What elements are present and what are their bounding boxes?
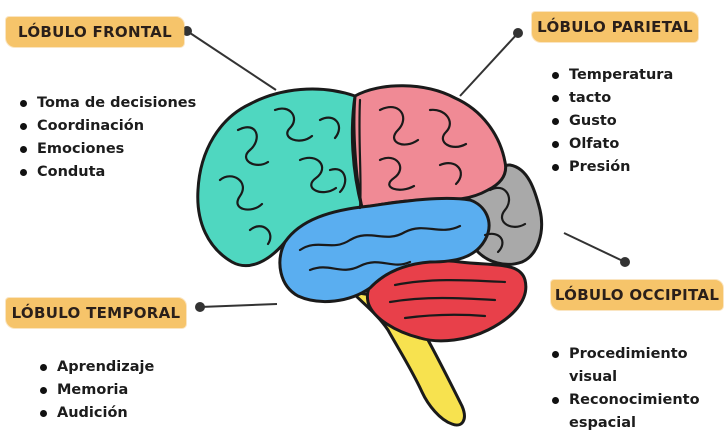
occipital-lobe-banner: LÓBULO OCCIPITAL xyxy=(551,280,723,310)
function-label: Temperatura xyxy=(569,67,673,83)
function-label: Coordinación xyxy=(37,118,144,134)
function-label: Emociones xyxy=(37,141,124,157)
list-item: Reconocimiento espacial xyxy=(549,389,719,435)
frontal-lobe-functions: Toma de decisiones Coordinación Emocione… xyxy=(17,92,196,184)
bullet-icon xyxy=(552,72,559,79)
bullet-icon xyxy=(20,100,27,107)
function-label: Reconocimiento espacial xyxy=(569,392,700,431)
pointer-line-temporal xyxy=(200,304,277,307)
function-label: Toma de decisiones xyxy=(37,95,196,111)
function-label: Gusto xyxy=(569,113,617,129)
list-item: Procedimiento visual xyxy=(549,343,719,389)
bullet-icon xyxy=(20,123,27,130)
function-label: Memoria xyxy=(57,382,128,398)
function-label: Conduta xyxy=(37,164,105,180)
pointer-dot-occipital xyxy=(621,258,629,266)
list-item: Gusto xyxy=(549,110,673,133)
bullet-icon xyxy=(40,387,47,394)
temporal-lobe-title: LÓBULO TEMPORAL xyxy=(12,304,181,322)
parietal-lobe-banner: LÓBULO PARIETAL xyxy=(532,12,698,42)
list-item: Audición xyxy=(37,402,154,425)
list-item: Coordinación xyxy=(17,115,196,138)
frontal-lobe-title: LÓBULO FRONTAL xyxy=(18,23,172,41)
occipital-lobe-functions: Procedimiento visual Reconocimiento espa… xyxy=(549,343,719,435)
list-item: Presión xyxy=(549,156,673,179)
list-item: Conduta xyxy=(17,161,196,184)
list-item: Temperatura xyxy=(549,64,673,87)
function-label: Aprendizaje xyxy=(57,359,154,375)
bullet-icon xyxy=(552,95,559,102)
list-item: Olfato xyxy=(549,133,673,156)
parietal-lobe xyxy=(354,86,506,208)
bullet-icon xyxy=(20,169,27,176)
bullet-icon xyxy=(552,118,559,125)
temporal-lobe-banner: LÓBULO TEMPORAL xyxy=(6,298,186,328)
temporal-lobe-functions: Aprendizaje Memoria Audición xyxy=(37,356,154,425)
pointer-dot-parietal xyxy=(514,29,522,37)
parietal-lobe-functions: Temperatura tacto Gusto Olfato Presión xyxy=(549,64,673,179)
pointer-line-parietal xyxy=(460,33,518,96)
function-label: Audición xyxy=(57,405,128,421)
pointer-line-occipital xyxy=(564,233,625,262)
bullet-icon xyxy=(552,164,559,171)
parietal-lobe-title: LÓBULO PARIETAL xyxy=(537,18,693,36)
bullet-icon xyxy=(552,351,559,358)
frontal-lobe-banner: LÓBULO FRONTAL xyxy=(6,17,184,47)
occipital-lobe-title: LÓBULO OCCIPITAL xyxy=(555,286,719,304)
bullet-icon xyxy=(40,410,47,417)
bullet-icon xyxy=(20,146,27,153)
function-label: tacto xyxy=(569,90,611,106)
function-label: Procedimiento visual xyxy=(569,346,688,385)
list-item: Memoria xyxy=(37,379,154,402)
list-item: Aprendizaje xyxy=(37,356,154,379)
pointer-dot-temporal xyxy=(196,303,204,311)
list-item: Toma de decisiones xyxy=(17,92,196,115)
function-label: Presión xyxy=(569,159,631,175)
list-item: tacto xyxy=(549,87,673,110)
pointer-dot-frontal xyxy=(183,27,191,35)
bullet-icon xyxy=(40,364,47,371)
pointer-line-frontal xyxy=(187,31,276,90)
function-label: Olfato xyxy=(569,136,619,152)
bullet-icon xyxy=(552,141,559,148)
bullet-icon xyxy=(552,397,559,404)
list-item: Emociones xyxy=(17,138,196,161)
